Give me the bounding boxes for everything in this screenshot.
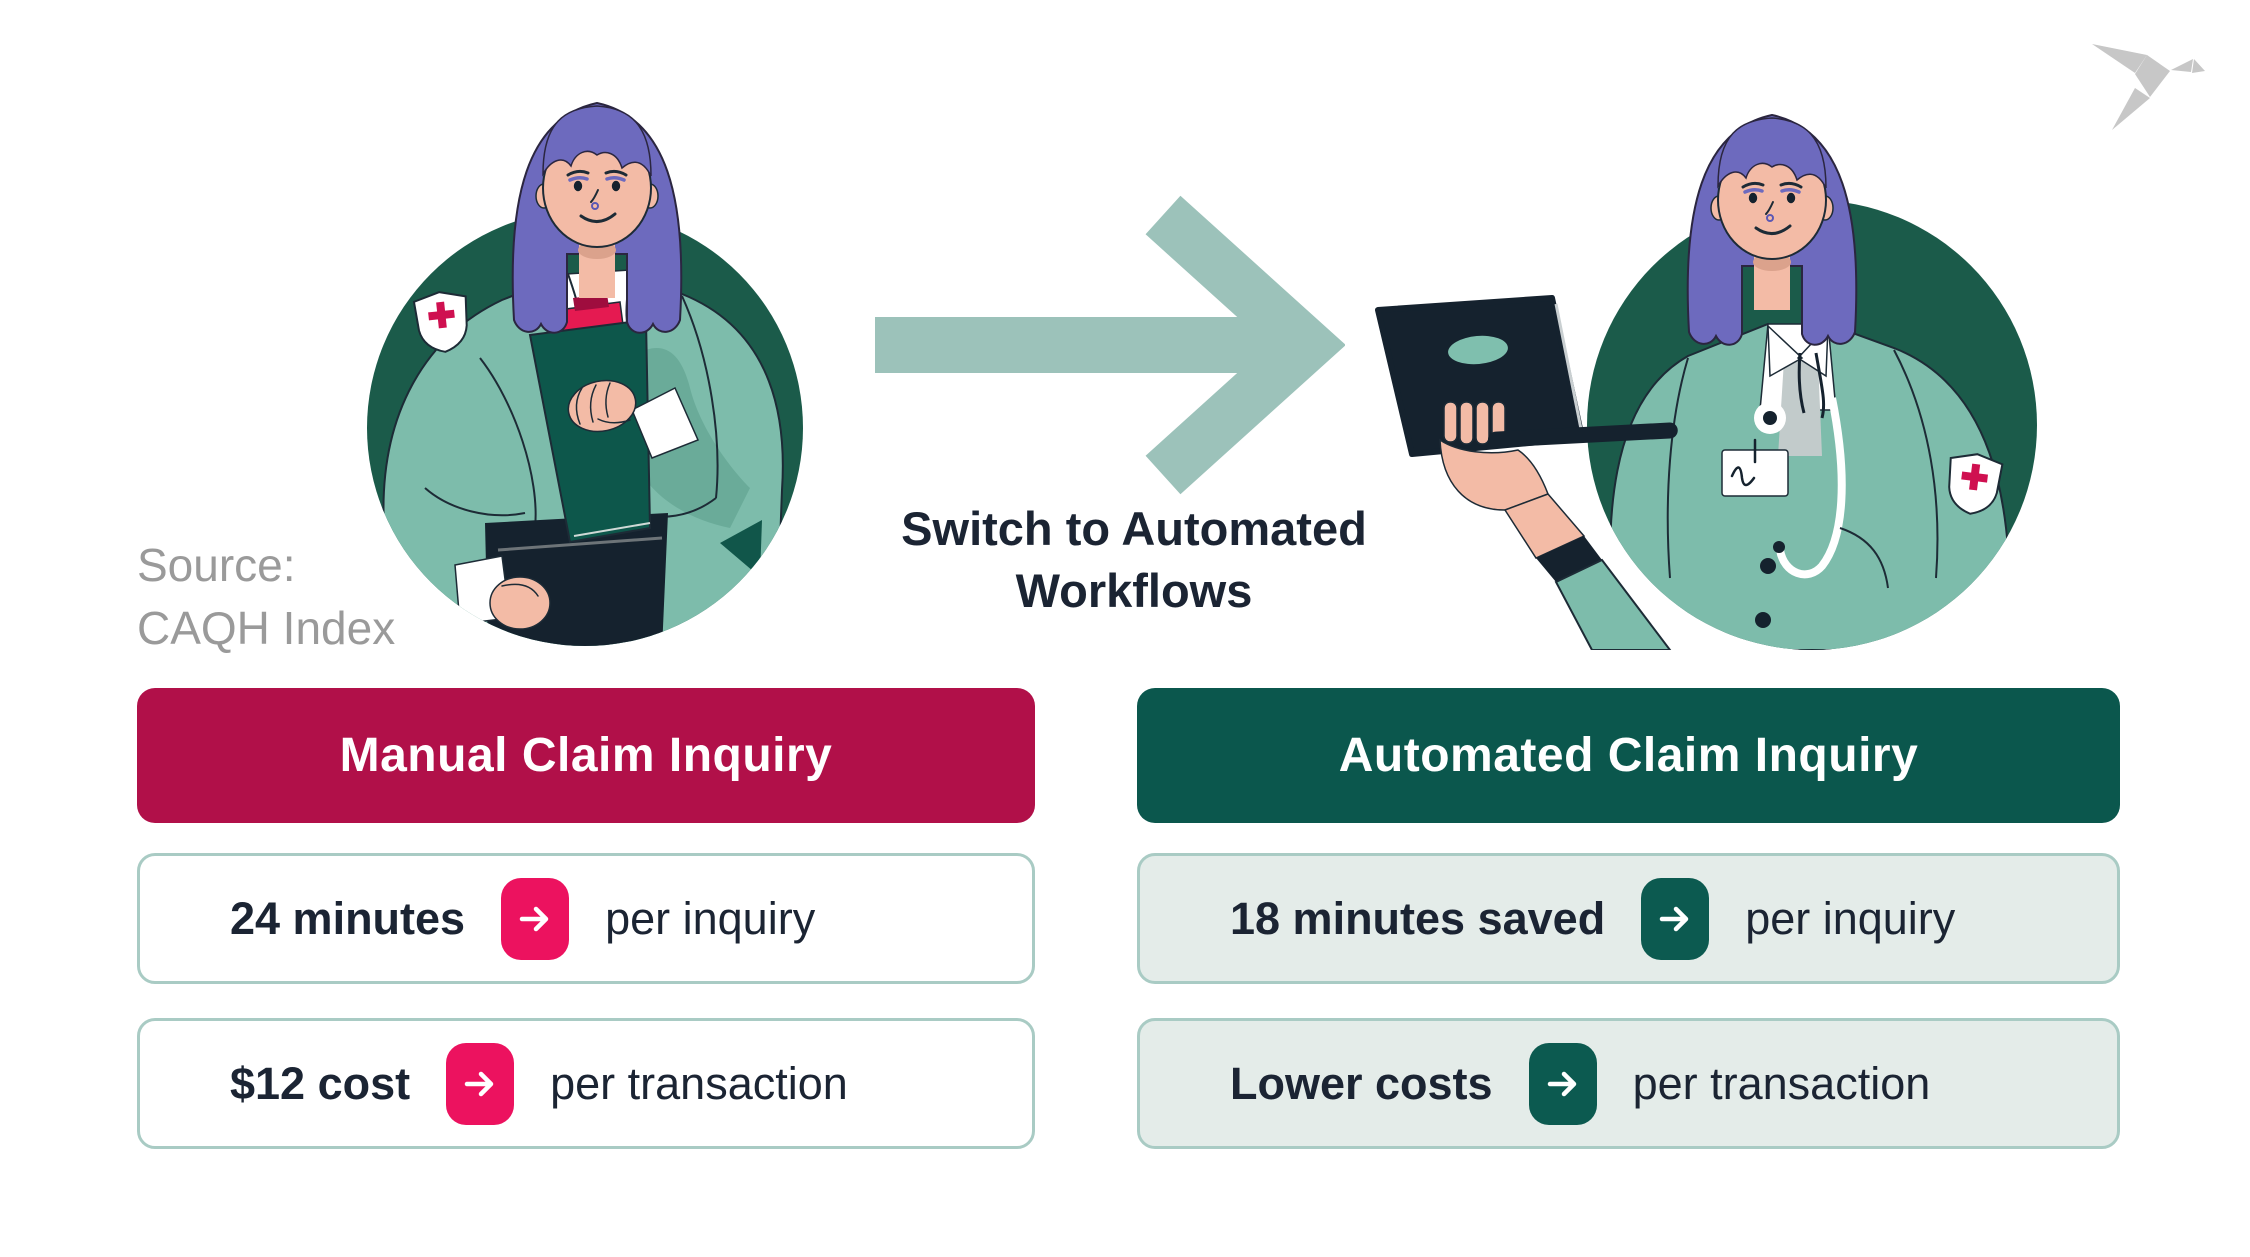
stat-label: per transaction xyxy=(1632,1057,1931,1109)
transition-title-line1: Switch to Automated xyxy=(901,502,1367,555)
arrow-right-icon xyxy=(875,195,1345,495)
stat-arrow-badge xyxy=(1641,877,1710,960)
laptop xyxy=(1375,295,1678,650)
automated-stat-card-time: 18 minutes saved per inquiry xyxy=(1137,853,2120,984)
source-line1: Source: xyxy=(137,539,296,591)
stat-value: 24 minutes xyxy=(230,892,466,944)
arrow-right-icon xyxy=(1659,906,1689,931)
transition-title-line2: Workflows xyxy=(1015,564,1253,617)
manual-stat-card-time: 24 minutes per inquiry xyxy=(137,853,1035,984)
automated-worker-illustration xyxy=(1375,113,2037,650)
manual-worker-illustration xyxy=(367,101,803,646)
stat-arrow-badge xyxy=(501,877,570,960)
stat-value: Lower costs xyxy=(1230,1057,1493,1109)
automated-stat-card-cost: Lower costs per transaction xyxy=(1137,1018,2120,1149)
stat-label: per inquiry xyxy=(1745,892,1956,944)
stat-arrow-badge xyxy=(1528,1042,1597,1125)
arrow-right-icon xyxy=(519,906,549,931)
manual-stat-card-cost: $12 cost per transaction xyxy=(137,1018,1035,1149)
stat-value: $12 cost xyxy=(230,1057,411,1109)
stat-label: per inquiry xyxy=(605,892,816,944)
arrow-right-icon xyxy=(464,1071,494,1096)
stat-label: per transaction xyxy=(550,1057,848,1109)
origami-bird-icon xyxy=(2092,44,2205,130)
stat-arrow-badge xyxy=(446,1042,515,1125)
arrow-right-icon xyxy=(1547,1071,1576,1096)
transition-title: Switch to Automated Workflows xyxy=(809,498,1459,622)
source-note: Source: CAQH Index xyxy=(137,534,395,660)
stat-value: 18 minutes saved xyxy=(1230,892,1606,944)
automated-column-header: Automated Claim Inquiry xyxy=(1137,688,2120,823)
source-line2: CAQH Index xyxy=(137,602,396,654)
manual-column-header: Manual Claim Inquiry xyxy=(137,688,1035,823)
